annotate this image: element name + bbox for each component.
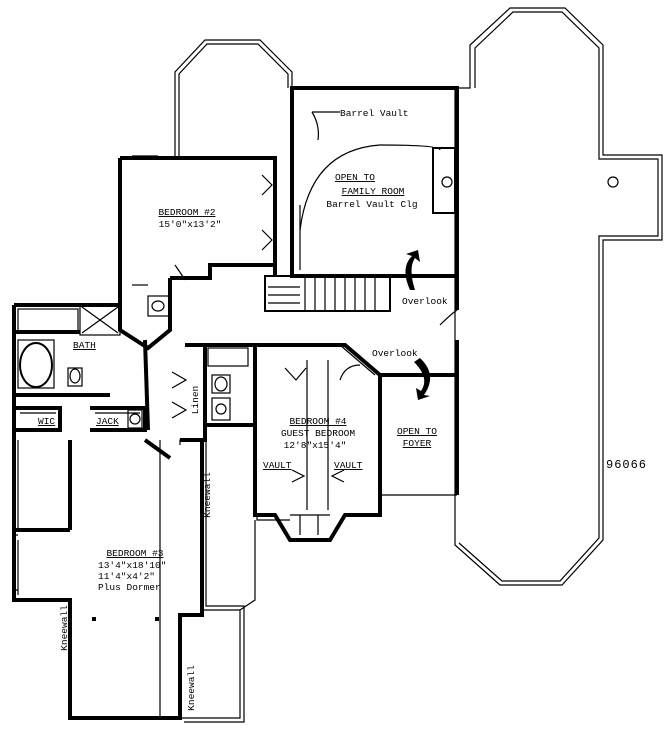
stairs: [264, 275, 391, 312]
overlook-arrow-upper: [405, 250, 420, 290]
bedroom4-sub: GUEST BEDROOM: [281, 428, 355, 439]
open-to-below-outline: [454, 7, 663, 586]
vault-left-label: VAULT: [263, 460, 292, 471]
kneewall-label-c: Kneewall: [186, 665, 197, 711]
overlook-upper-label: Overlook: [402, 296, 448, 307]
kneewall-label-a: Kneewall: [202, 472, 213, 518]
toilet: [67, 367, 83, 387]
fireplace: [432, 147, 456, 214]
foyer-label-2: FOYER: [403, 438, 432, 449]
bath-label: BATH: [73, 340, 96, 351]
kneewall-label-b: Kneewall: [59, 605, 70, 651]
barrel-vault-label: Barrel Vault: [340, 108, 408, 119]
bath-wall: [12, 303, 120, 440]
foyer-label-1: OPEN TO: [397, 426, 437, 437]
bedroom2-dims: 15'0"x13'2": [159, 219, 222, 230]
vault-right-label: VAULT: [334, 460, 363, 471]
linen-label: Linen: [190, 386, 201, 415]
bedroom2-name: BEDROOM #2: [158, 207, 215, 218]
overlook-lower-label: Overlook: [372, 348, 418, 359]
bedroom4-dims: 12'8"x15'4": [284, 440, 347, 451]
wic-label: WIC: [38, 416, 55, 427]
jack-label: JACK: [96, 416, 119, 427]
barrel-vault-arc: [299, 144, 441, 231]
bedroom4-wall: [253, 343, 382, 542]
bay-window-top: [174, 39, 293, 158]
family-room-label-3: Barrel Vault Clg: [326, 199, 417, 210]
overlook-arrow-lower: [414, 358, 431, 400]
bedroom3-name: BEDROOM #3: [106, 548, 163, 559]
bedroom3-dims3: Plus Dormer: [98, 582, 161, 593]
bedroom3-dims2: 11'4"x4'2": [98, 571, 155, 582]
plan-number: 96066: [606, 458, 647, 472]
family-room-label-2: FAMILY ROOM: [342, 186, 405, 197]
family-room-label-1: OPEN TO: [335, 172, 375, 183]
bathtub: [19, 342, 53, 388]
bedroom2-wall: [118, 156, 277, 351]
bedroom4-name: BEDROOM #4: [289, 416, 346, 427]
bedroom3-dims1: 13'4"x18'10": [98, 560, 166, 571]
